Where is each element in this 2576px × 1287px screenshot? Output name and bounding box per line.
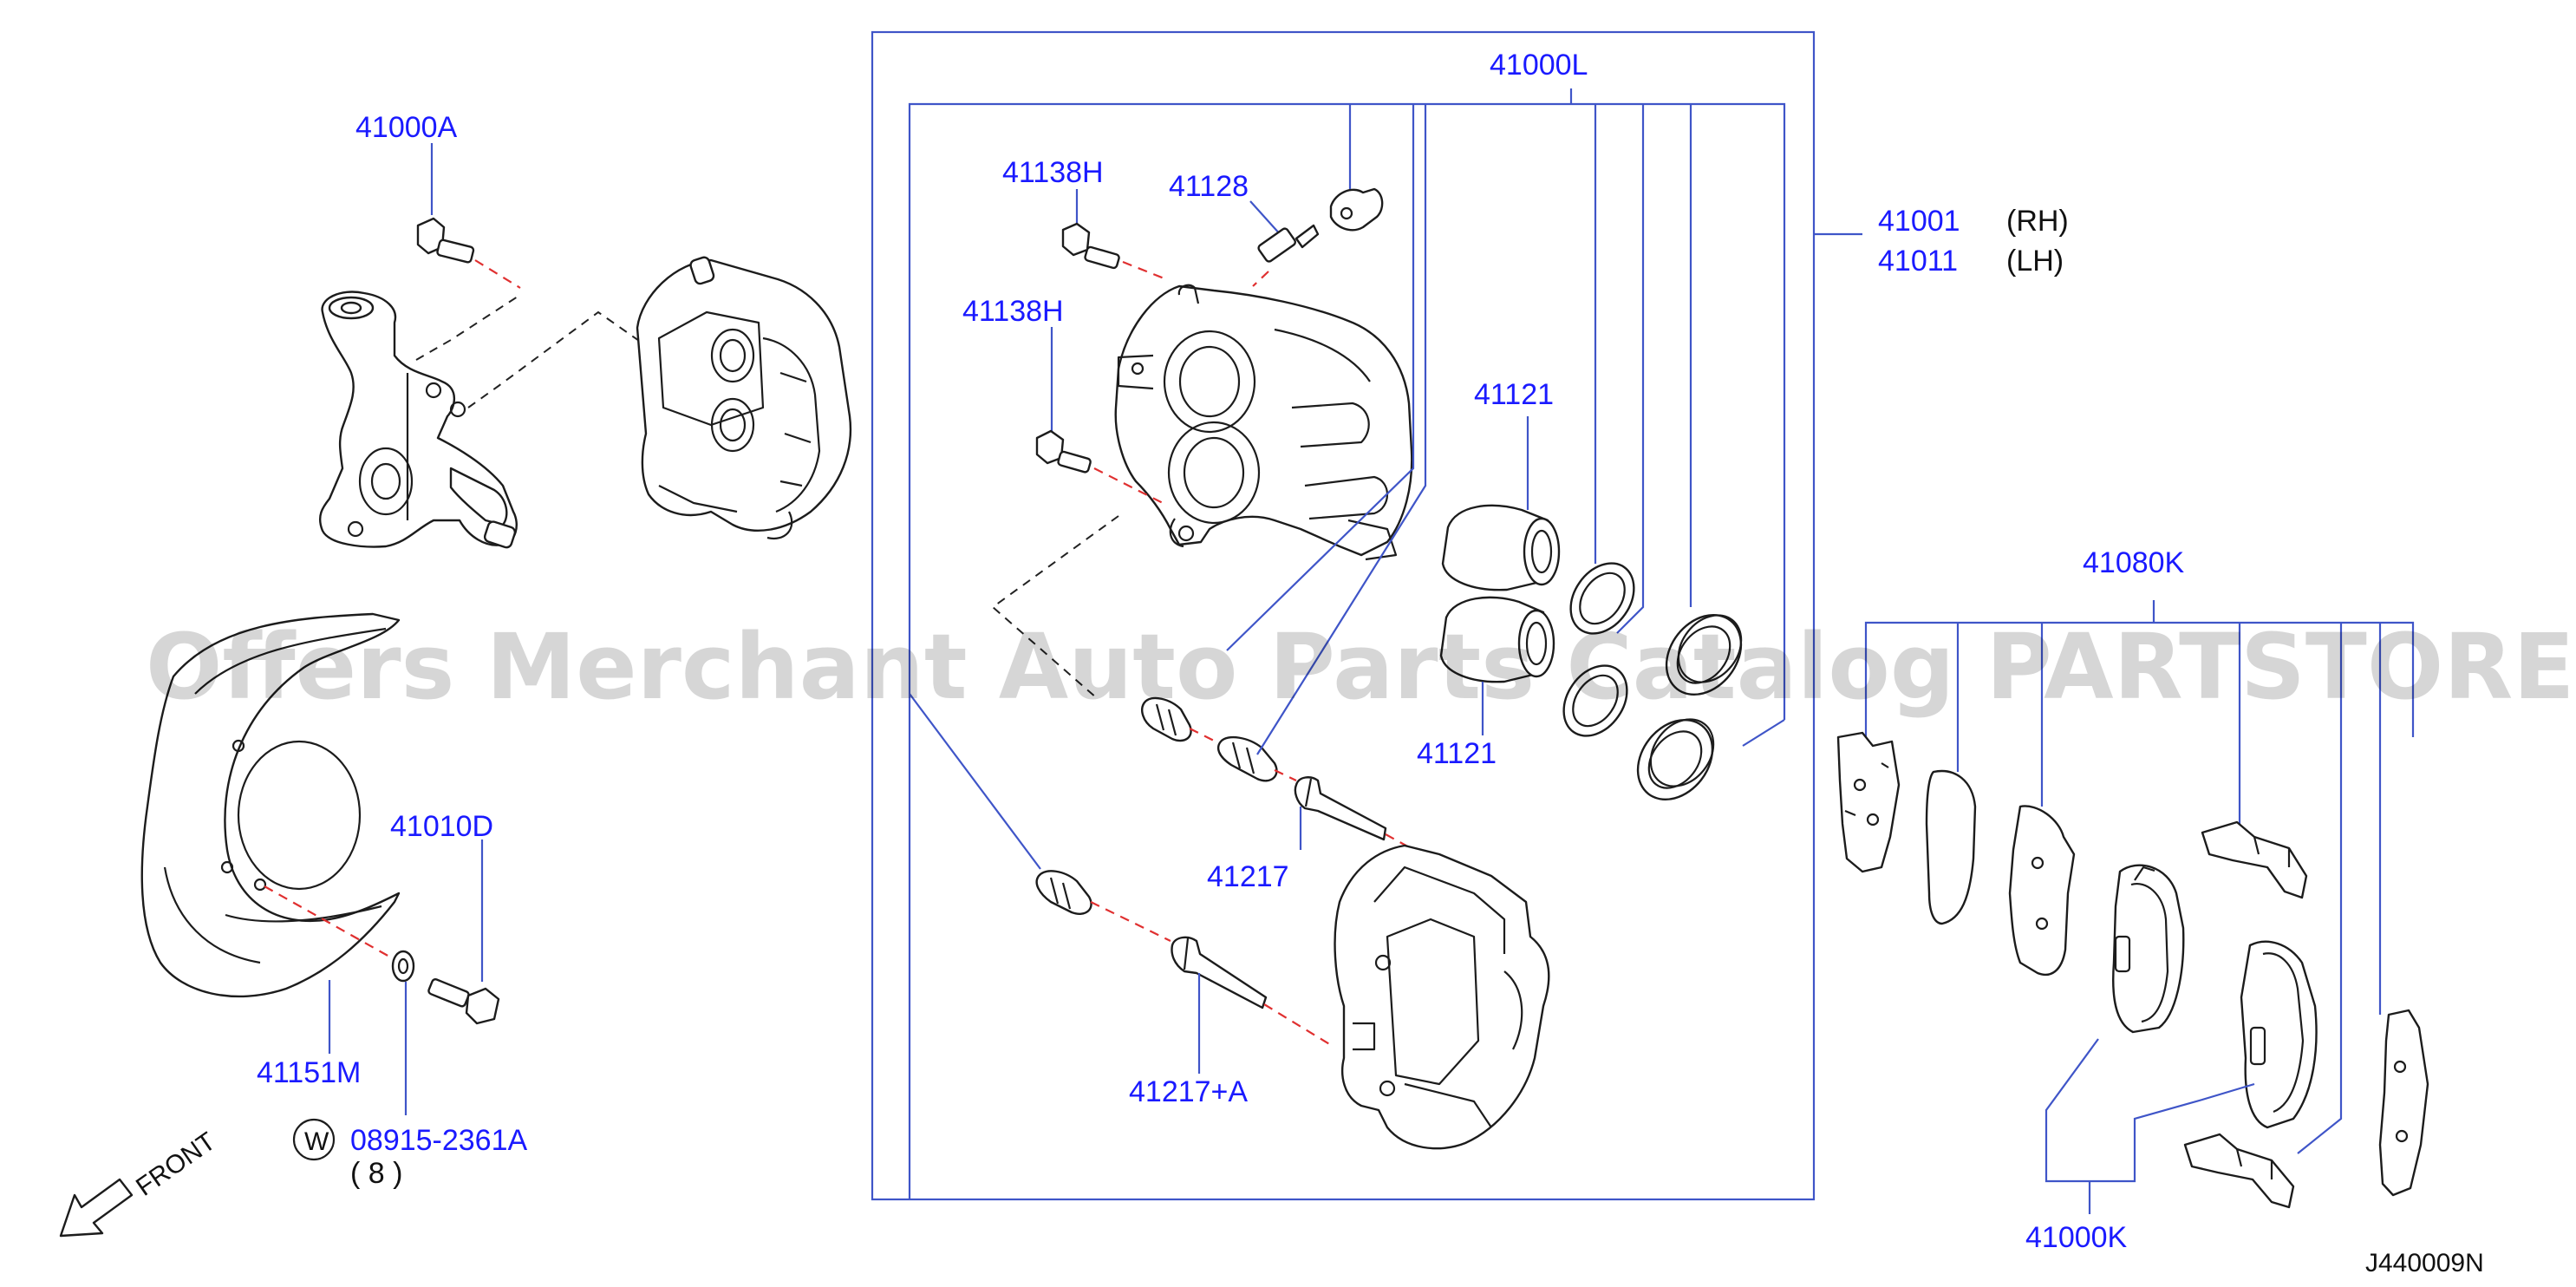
pad-clip-2 [2183,1133,2295,1209]
dust-boot-upper [1665,613,1743,696]
bleeder-cap [1329,187,1384,232]
label-41011: 41011 [1878,245,1958,278]
dust-boot-lower [1636,718,1715,801]
label-41217: 41217 [1207,860,1289,893]
bleeder-screw [1257,224,1320,263]
label-rh: (RH) [2006,205,2069,238]
label-41121-bottom: 41121 [1417,737,1497,770]
washer-symbol-letter: W [304,1127,329,1156]
caliper-body [1114,284,1413,561]
label-41000K: 41000K [2025,1221,2128,1254]
label-08915-2361A: 08915-2361A [350,1124,528,1157]
pin-boot-middle [1217,735,1278,782]
knuckle-bolt [416,217,475,264]
label-41000A: 41000A [355,111,458,144]
label-41010D: 41010D [390,810,493,843]
washer-symbol-icon [292,1118,336,1161]
brake-pad-2 [2240,940,2318,1129]
caliper-bolt-mid [1035,429,1092,474]
pad-shim-1 [1836,731,1901,873]
caliper-bracket [1334,844,1550,1150]
piston-seal-lower [1562,664,1628,737]
label-41001: 41001 [1878,205,1960,238]
label-41128: 41128 [1169,170,1249,203]
caliper-assembly-frame [871,30,1862,1201]
pad-shim-2 [1925,769,1977,925]
caliper-small [636,256,852,540]
label-41151M: 41151M [257,1056,361,1089]
caliper-internal-parts [909,104,1785,1150]
label-41121-top: 41121 [1474,378,1554,411]
guide-pin-41217 [1294,776,1387,841]
label-front: FRONT [131,1127,221,1201]
washer [391,950,415,983]
front-arrow-icon [59,1178,134,1238]
pin-boot-lower [1035,870,1092,915]
dust-shield [140,612,500,1115]
pad-shim-4 [2378,1009,2429,1197]
pad-clip-1 [2201,820,2308,899]
label-41217A: 41217+A [1129,1075,1248,1108]
label-41138H-top: 41138H [1002,156,1104,189]
pin-boot-upper [1141,696,1192,742]
bleeder-bolt-top [1061,222,1120,270]
label-washer-quantity: ( 8 ) [350,1157,402,1190]
pad-shim-3 [2008,805,2076,977]
diagram-id: J440009N [2365,1249,2484,1277]
guide-pin-41217A [1171,936,1268,1009]
shield-bolt [427,978,500,1025]
label-lh: (LH) [2006,245,2064,278]
piston-lower [1439,596,1555,683]
brake-pad-kit [1836,600,2429,1214]
label-41080K: 41080K [2083,546,2185,579]
piston-upper [1441,504,1561,591]
watermark-text: Offers Merchant Auto Parts Catalog PARTS… [146,614,2576,720]
label-41000L: 41000L [1490,49,1588,82]
brake-pad-1 [2112,864,2185,1034]
piston-seal-upper [1569,562,1635,635]
knuckle-assembly [318,143,852,549]
label-41138H-mid: 41138H [962,295,1064,328]
